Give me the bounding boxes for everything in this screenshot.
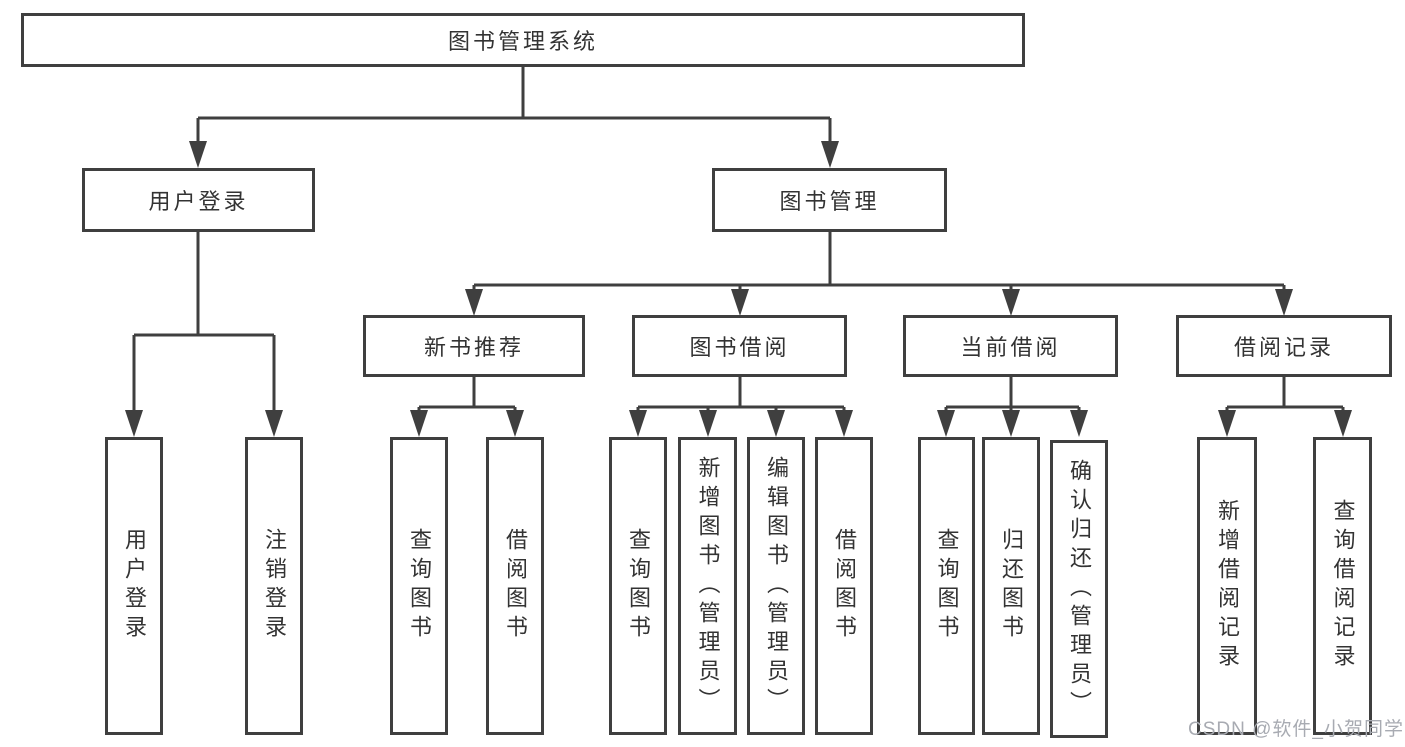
leaf-add-books-admin: 新增图书（管理员） xyxy=(678,437,737,735)
leaf-query-books-borrowing-label: 查询图书 xyxy=(626,528,651,644)
leaf-query-books-current-label: 查询图书 xyxy=(934,528,960,644)
connector-book-management-to-level3 xyxy=(465,232,1293,316)
connector-user-login-children xyxy=(125,232,283,437)
leaf-logout: 注销登录 xyxy=(245,437,303,735)
leaf-add-borrow-record: 新增借阅记录 xyxy=(1197,437,1257,735)
leaf-user-login-label: 用户登录 xyxy=(122,528,147,644)
leaf-query-books-borrowing: 查询图书 xyxy=(609,437,667,735)
leaf-edit-books-admin: 编辑图书（管理员） xyxy=(747,437,805,735)
node-book-management: 图书管理 xyxy=(712,168,947,232)
leaf-query-borrow-record: 查询借阅记录 xyxy=(1313,437,1372,735)
leaf-borrow-books-borrowing: 借阅图书 xyxy=(815,437,873,735)
leaf-edit-books-admin-label: 编辑图书（管理员） xyxy=(764,455,789,717)
node-new-book-recommend: 新书推荐 xyxy=(363,315,585,377)
leaf-query-borrow-record-label: 查询借阅记录 xyxy=(1330,499,1356,673)
leaf-logout-label: 注销登录 xyxy=(262,528,287,644)
connector-borrowing-records-children xyxy=(1218,377,1352,437)
node-root: 图书管理系统 xyxy=(21,13,1025,67)
leaf-query-books-current: 查询图书 xyxy=(918,437,975,735)
leaf-confirm-return-admin: 确认归还（管理员） xyxy=(1050,440,1108,738)
connector-root-to-level2 xyxy=(189,67,839,168)
leaf-borrow-books-borrowing-label: 借阅图书 xyxy=(832,528,857,644)
node-book-borrowing: 图书借阅 xyxy=(632,315,847,377)
leaf-confirm-return-admin-label: 确认归还（管理员） xyxy=(1067,458,1092,720)
leaf-borrow-books-recommend: 借阅图书 xyxy=(486,437,544,735)
connector-current-borrowing-children xyxy=(937,377,1088,437)
leaf-return-books-label: 归还图书 xyxy=(999,528,1024,644)
leaf-add-books-admin-label: 新增图书（管理员） xyxy=(695,455,721,717)
connector-book-borrowing-children xyxy=(629,377,853,437)
leaf-borrow-books-recommend-label: 借阅图书 xyxy=(503,528,528,644)
node-current-borrowing: 当前借阅 xyxy=(903,315,1118,377)
connector-new-book-recommend-children xyxy=(410,377,524,437)
leaf-query-books-recommend: 查询图书 xyxy=(390,437,448,735)
leaf-return-books: 归还图书 xyxy=(982,437,1040,735)
leaf-add-borrow-record-label: 新增借阅记录 xyxy=(1215,499,1240,673)
csdn-watermark: CSDN @软件_小贺同学 xyxy=(1188,719,1404,740)
leaf-query-books-recommend-label: 查询图书 xyxy=(407,528,432,644)
node-borrowing-records: 借阅记录 xyxy=(1176,315,1392,377)
leaf-user-login: 用户登录 xyxy=(105,437,163,735)
node-user-login: 用户登录 xyxy=(82,168,315,232)
